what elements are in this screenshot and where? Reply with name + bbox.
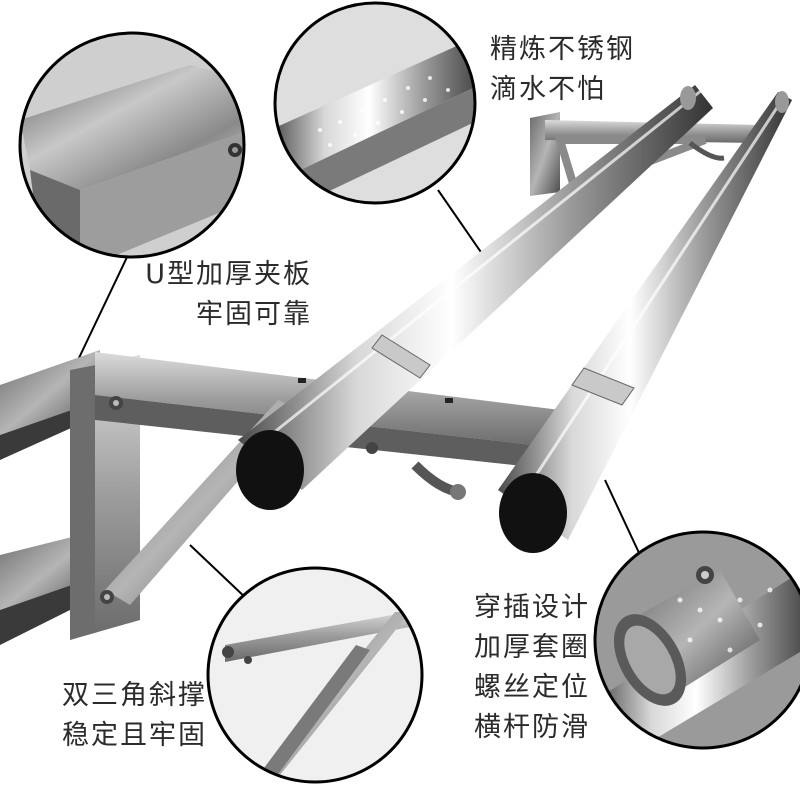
callout-label-steel: 精炼不锈钢 滴水不怕 xyxy=(490,30,635,110)
callout-triangle-line-1: 双三角斜撑 xyxy=(62,680,207,711)
callout-label-triangle: 双三角斜撑 稳定且牢固 xyxy=(62,676,207,756)
callout-clamp-line-1: U型加厚夹板 xyxy=(145,259,312,290)
callout-label-clamp: U型加厚夹板 牢固可靠 xyxy=(145,255,312,335)
hanging-rod-left xyxy=(236,85,713,510)
callout-sleeve-line-4: 横杆防滑 xyxy=(474,712,590,743)
callout-triangle-line-2: 稳定且牢固 xyxy=(62,720,207,751)
callout-steel-line-2: 滴水不怕 xyxy=(490,74,606,105)
hanging-rod-right xyxy=(498,91,792,553)
callout-sleeve-line-2: 加厚套圈 xyxy=(474,632,590,663)
callout-sleeve-line-3: 螺丝定位 xyxy=(474,672,590,703)
callout-label-sleeve: 穿插设计 加厚套圈 螺丝定位 横杆防滑 xyxy=(474,588,590,748)
callout-sleeve-line-1: 穿插设计 xyxy=(474,592,590,623)
callout-clamp-line-2: 牢固可靠 xyxy=(196,299,312,330)
leader-lines xyxy=(77,189,641,601)
callout-steel-tube xyxy=(273,1,477,205)
callout-steel-line-1: 精炼不锈钢 xyxy=(490,34,635,65)
callout-triangle-brace xyxy=(206,566,424,784)
callout-u-clamp xyxy=(18,31,246,259)
callout-sleeve xyxy=(593,530,800,750)
